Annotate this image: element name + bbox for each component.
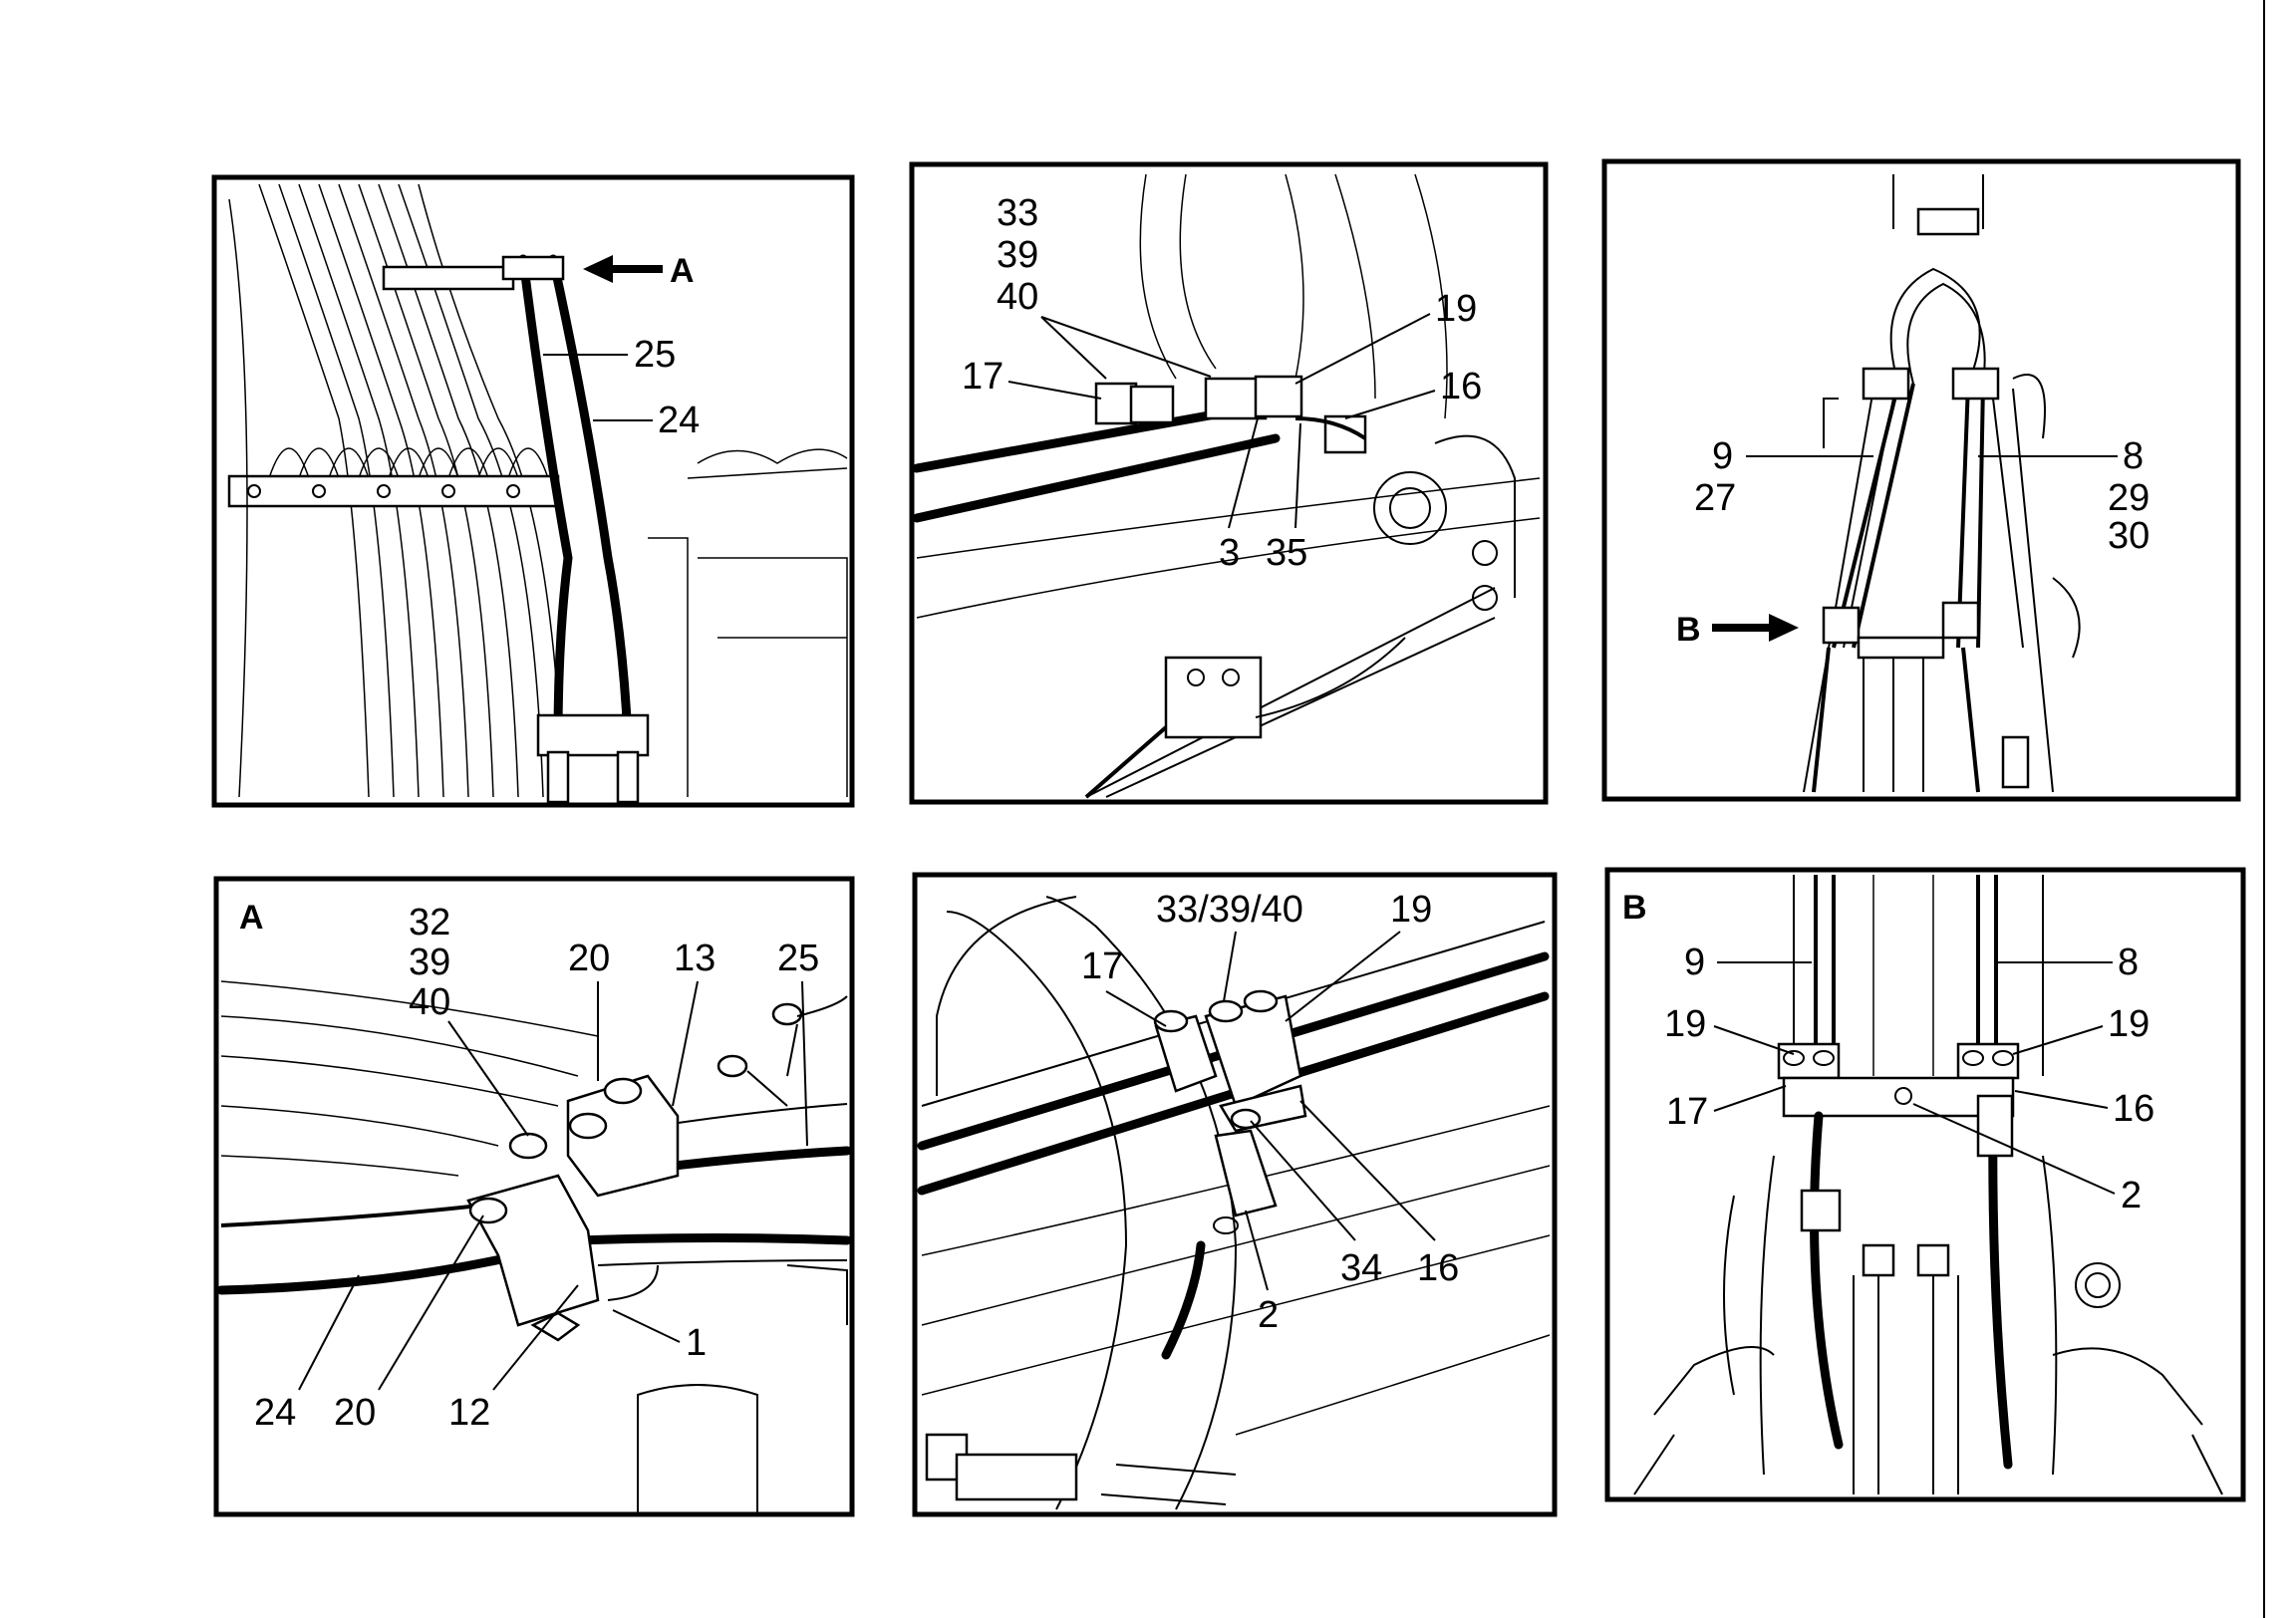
- label-34: 34: [1340, 1247, 1382, 1289]
- panel-2-illustration: [912, 173, 1541, 799]
- label-27: 27: [1694, 477, 1736, 519]
- leader-1: [612, 1309, 681, 1343]
- label-20b: 20: [334, 1392, 376, 1434]
- label-29: 29: [2108, 477, 2150, 519]
- label-9: 9: [1684, 942, 1705, 983]
- label-32: 32: [409, 902, 450, 944]
- leader-16: [1299, 1100, 1436, 1241]
- leader-20b: [378, 1214, 484, 1391]
- arrow-b: B: [1676, 611, 1799, 649]
- label-19b: 19: [2108, 1003, 2150, 1045]
- label-arrow-b: B: [1676, 611, 1701, 649]
- label-2: 2: [2121, 1175, 2142, 1216]
- label-arrow-a: A: [670, 252, 695, 290]
- leader-3: [1228, 417, 1259, 529]
- leader-19: [1294, 313, 1431, 385]
- panel-1: A 25 24: [211, 174, 855, 808]
- label-19: 19: [1435, 288, 1477, 330]
- label-3: 3: [1219, 532, 1240, 574]
- label-35: 35: [1266, 532, 1307, 574]
- label-40: 40: [409, 981, 450, 1023]
- label-8: 8: [2118, 942, 2139, 983]
- leader-2: [1245, 1210, 1269, 1291]
- panel-5-illustration: [917, 896, 1551, 1510]
- leader-2: [1912, 1103, 2116, 1195]
- leader-35: [1294, 422, 1301, 529]
- panel-3: 9 27 8 29 30 B: [1601, 158, 2241, 802]
- label-corner-b: B: [1622, 889, 1647, 927]
- label-40: 40: [997, 276, 1038, 318]
- panel-6: B 9 8 19 19 17 16 2: [1604, 867, 2246, 1502]
- label-12: 12: [448, 1392, 490, 1434]
- leader-40a: [1040, 316, 1107, 380]
- label-16: 16: [1440, 366, 1482, 407]
- label-30: 30: [2108, 515, 2150, 557]
- label-19a: 19: [1664, 1003, 1706, 1045]
- panel-6-illustration: [1633, 875, 2223, 1495]
- label-16: 16: [2113, 1088, 2154, 1130]
- leader-16: [1344, 390, 1436, 419]
- leader-40: [447, 1020, 529, 1137]
- label-1: 1: [686, 1322, 707, 1364]
- panel-1-illustration: [227, 183, 848, 804]
- label-39: 39: [409, 942, 450, 983]
- leader-19a: [1713, 1025, 1795, 1055]
- label-24: 24: [254, 1392, 296, 1434]
- leader-16: [2014, 1090, 2109, 1109]
- label-8: 8: [2123, 435, 2144, 477]
- label-19: 19: [1390, 889, 1432, 931]
- label-17: 17: [1666, 1091, 1708, 1133]
- label-2: 2: [1258, 1294, 1279, 1336]
- label-9: 9: [1712, 435, 1733, 477]
- leader-34: [1250, 1120, 1356, 1241]
- panel-3-frame: [1601, 158, 2241, 802]
- leader-19: [1285, 931, 1401, 1022]
- label-17: 17: [1081, 945, 1123, 987]
- label-20a: 20: [568, 938, 610, 979]
- panel-6-frame: [1604, 867, 2246, 1502]
- leader-17: [1713, 1085, 1787, 1112]
- label-24: 24: [658, 400, 700, 441]
- panel-2: 33 39 40 17 19 16 3 35: [909, 161, 1549, 805]
- leader-17: [1105, 990, 1167, 1027]
- arrow-a: A: [583, 252, 695, 290]
- leader-17: [1007, 381, 1102, 400]
- label-33-39-40: 33/39/40: [1156, 889, 1303, 931]
- label-25: 25: [777, 938, 819, 979]
- panel-5: 33/39/40 19 17 34 16 2: [912, 872, 1558, 1517]
- leader-19b: [2012, 1025, 2104, 1055]
- label-39: 39: [997, 234, 1038, 276]
- panel-4: A 32 39 40 20 13 25 24 20 12 1: [213, 876, 855, 1517]
- label-corner-a: A: [239, 899, 264, 937]
- panel-4-illustration: [216, 980, 852, 1514]
- label-17: 17: [962, 356, 1004, 398]
- leader-12: [492, 1284, 579, 1391]
- leader-40b: [1040, 316, 1212, 378]
- leader-25: [801, 980, 808, 1147]
- leader-13: [672, 980, 699, 1107]
- label-33: 33: [997, 192, 1038, 234]
- label-16: 16: [1417, 1247, 1459, 1289]
- label-13: 13: [674, 938, 716, 979]
- leader-33-39-40: [1223, 931, 1237, 1002]
- label-25: 25: [634, 334, 676, 376]
- leader-24: [298, 1274, 360, 1391]
